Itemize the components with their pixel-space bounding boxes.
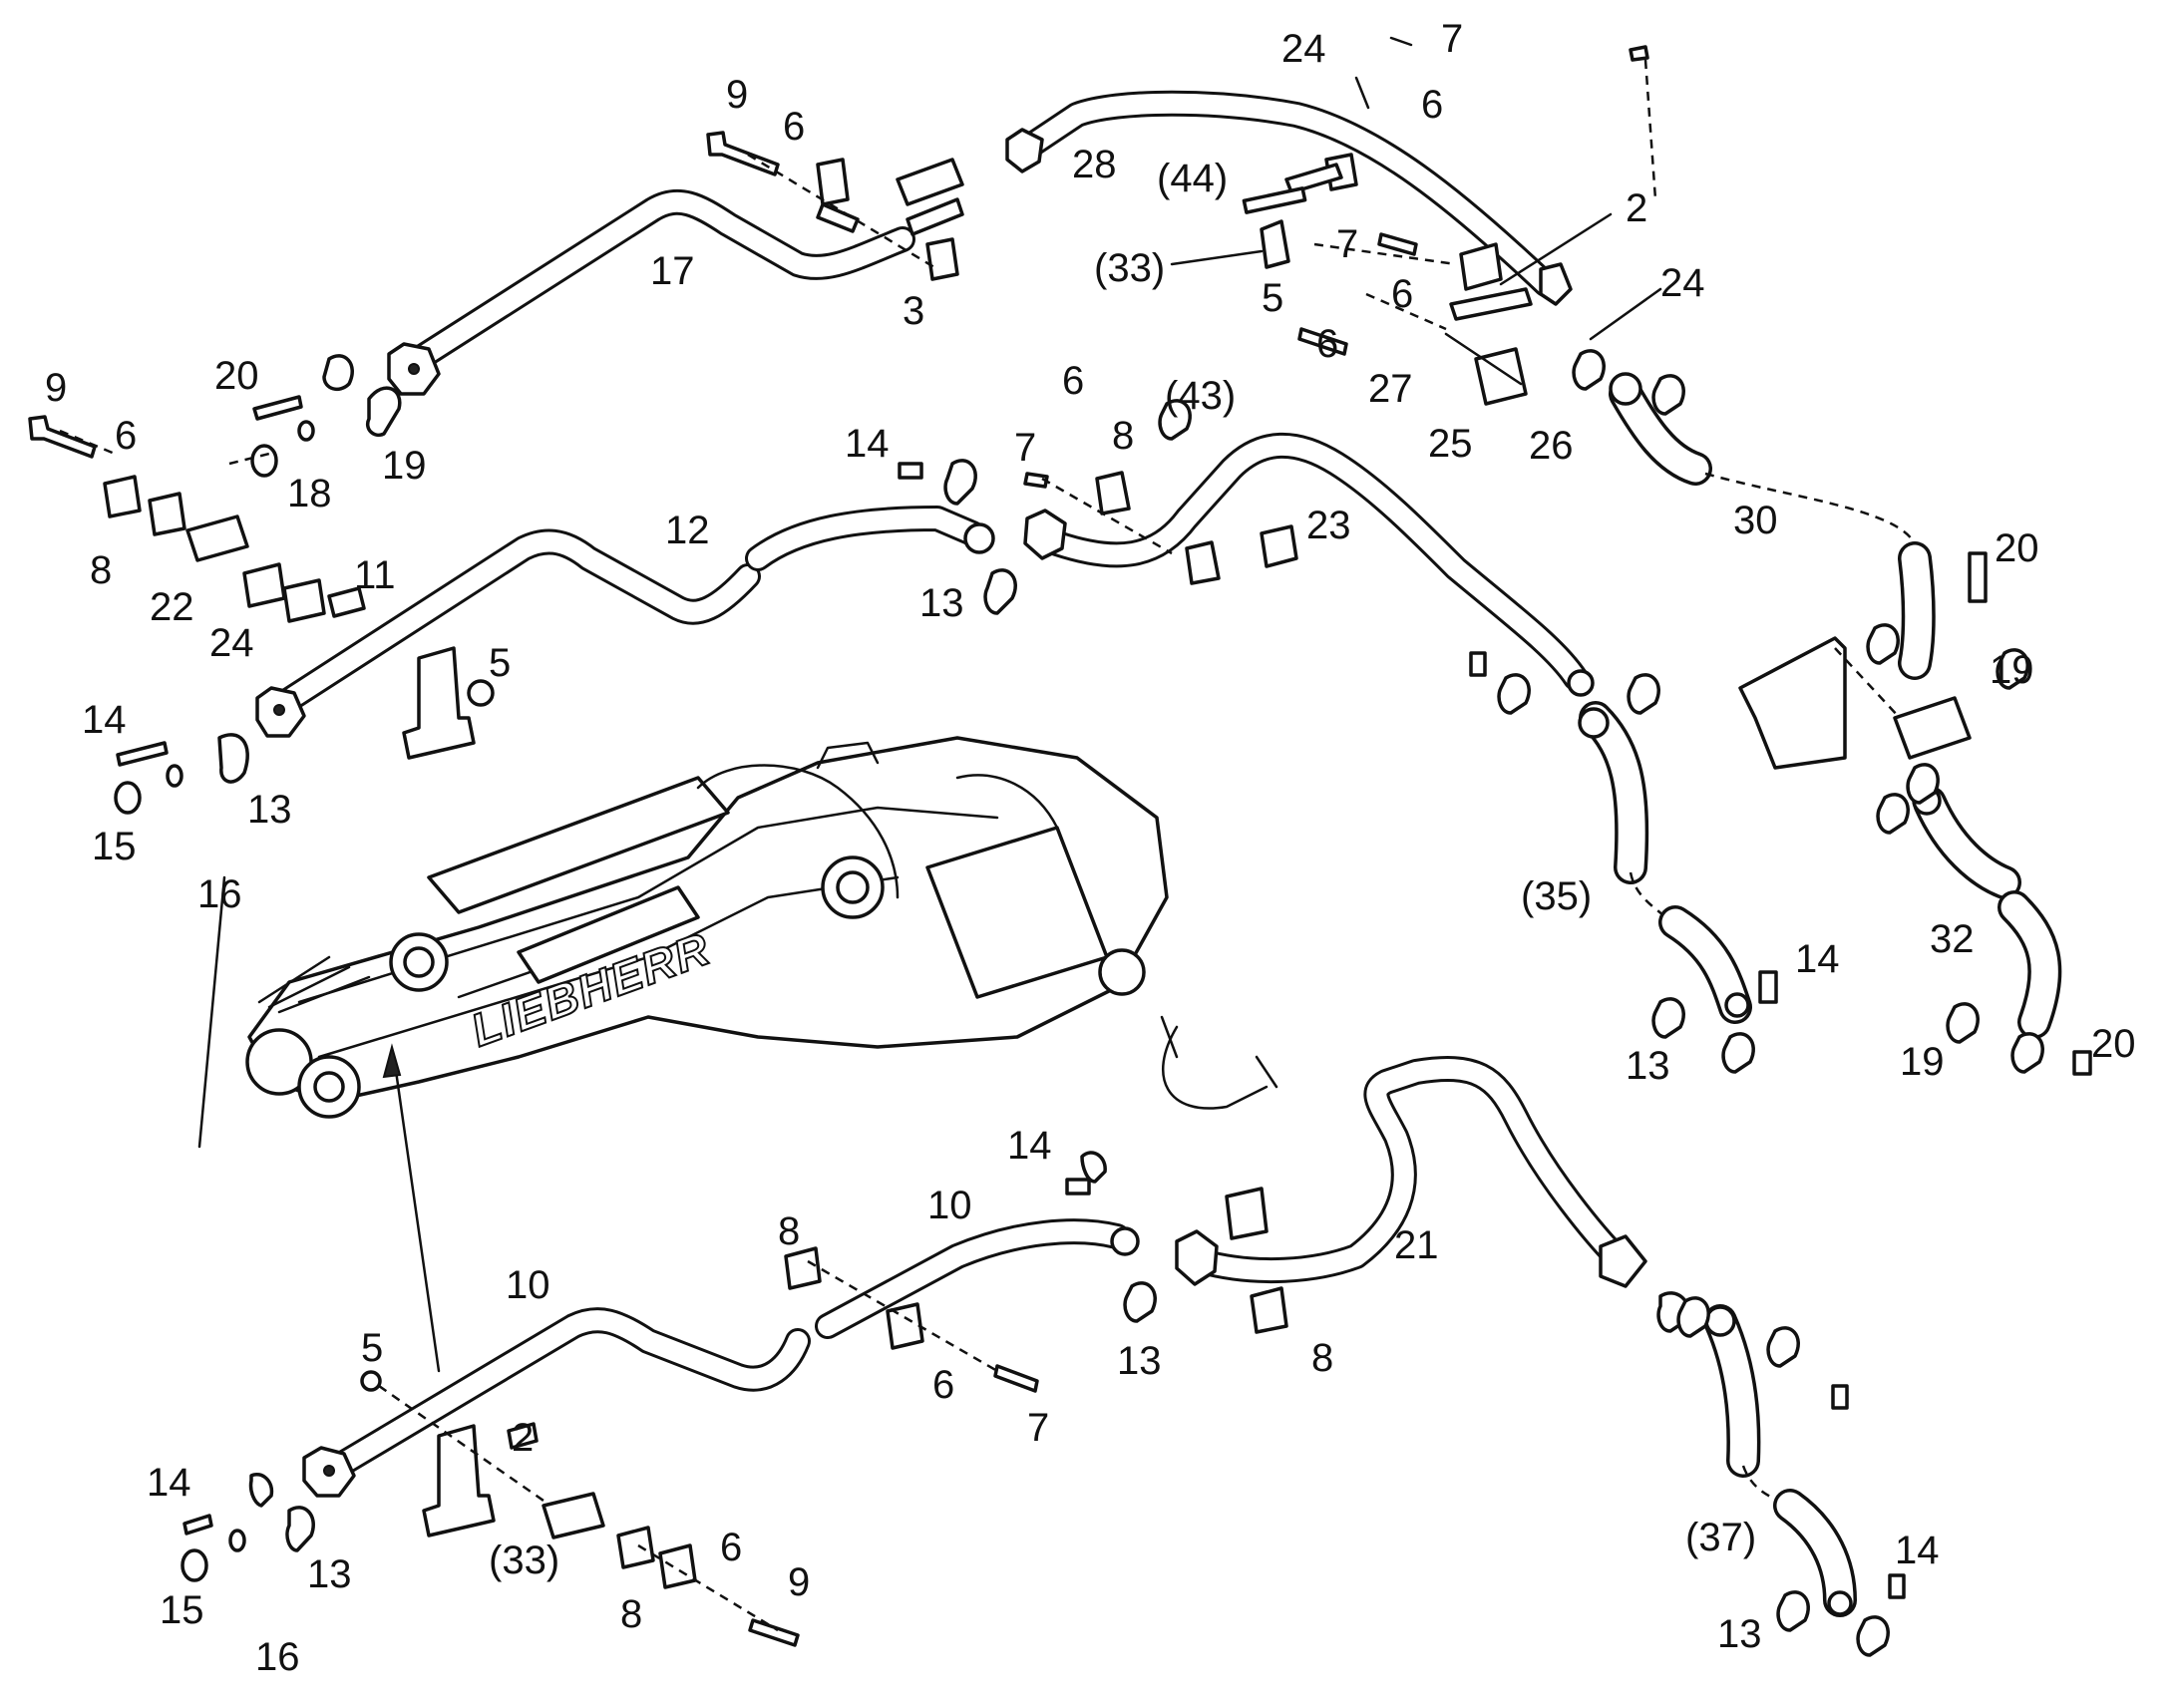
callout-16: 16 bbox=[197, 872, 242, 916]
callout-18: 18 bbox=[287, 472, 332, 515]
pipe-10-lower bbox=[302, 1307, 811, 1498]
callout-22: 22 bbox=[150, 585, 194, 629]
callout-8: 8 bbox=[620, 1592, 642, 1636]
callout-7: 7 bbox=[1336, 222, 1358, 266]
pipe-10-upper bbox=[815, 1218, 1140, 1339]
callout-14: 14 bbox=[1895, 1529, 1940, 1572]
callout-24: 24 bbox=[1281, 27, 1326, 71]
hose-37 bbox=[1703, 1304, 1857, 1617]
callout-13: 13 bbox=[247, 788, 292, 832]
callout-14: 14 bbox=[1795, 937, 1840, 981]
callout-28: 28 bbox=[1072, 143, 1117, 186]
pipe-21 bbox=[1175, 1056, 1647, 1288]
pipe-17 bbox=[387, 158, 964, 396]
callout-13: 13 bbox=[307, 1552, 352, 1596]
excavator-boom: LIEBHERR bbox=[245, 736, 1278, 1119]
callout-30: 30 bbox=[1733, 499, 1778, 542]
callout-14: 14 bbox=[845, 422, 890, 466]
callout-24: 24 bbox=[209, 621, 254, 665]
callout-9: 9 bbox=[45, 366, 67, 410]
callout-14: 14 bbox=[147, 1461, 191, 1505]
callout-6: 6 bbox=[720, 1526, 742, 1569]
callout-26: 26 bbox=[1529, 424, 1574, 468]
pipe-28 bbox=[1005, 90, 1573, 306]
assembly-guides bbox=[59, 59, 1901, 1632]
callout-13: 13 bbox=[919, 581, 964, 625]
callout-10: 10 bbox=[506, 1263, 550, 1307]
callout-9: 9 bbox=[788, 1560, 810, 1604]
callout-5: 5 bbox=[361, 1326, 383, 1370]
callout-20: 20 bbox=[2091, 1022, 2136, 1066]
callout-2: 2 bbox=[512, 1416, 534, 1460]
callout-32: 32 bbox=[1930, 917, 1975, 961]
callout-13: 13 bbox=[1626, 1044, 1670, 1088]
callout-15: 15 bbox=[92, 825, 137, 868]
callout-33: (33) bbox=[1094, 246, 1165, 290]
callout-3: 3 bbox=[903, 289, 924, 333]
callout-43: (43) bbox=[1165, 374, 1236, 418]
callout-35: (35) bbox=[1521, 874, 1592, 918]
callout-20: 20 bbox=[214, 354, 259, 398]
callout-24: 24 bbox=[1660, 261, 1705, 305]
callout-37: (37) bbox=[1685, 1516, 1756, 1559]
callout-7: 7 bbox=[1441, 17, 1463, 61]
callout-14: 14 bbox=[1007, 1124, 1052, 1168]
callout-33: (33) bbox=[489, 1538, 559, 1582]
callout-8: 8 bbox=[1112, 414, 1134, 458]
hose-32 bbox=[1912, 786, 2062, 1039]
callout-17: 17 bbox=[650, 249, 695, 293]
callout-44: (44) bbox=[1157, 157, 1228, 200]
callout-6: 6 bbox=[932, 1363, 954, 1407]
callout-6: 6 bbox=[1421, 83, 1443, 127]
callout-20: 20 bbox=[1995, 526, 2039, 570]
callout-5: 5 bbox=[1262, 276, 1283, 320]
callout-23: 23 bbox=[1306, 504, 1351, 547]
callout-6: 6 bbox=[1316, 322, 1338, 366]
callout-9: 9 bbox=[726, 73, 748, 117]
callout-6: 6 bbox=[783, 105, 805, 149]
callout-labels: 7 24 6 9 6 28 (44) 2 7 (33) 5 6 24 17 3 … bbox=[45, 17, 2136, 1679]
callout-10: 10 bbox=[927, 1184, 972, 1227]
callout-11: 11 bbox=[354, 553, 396, 597]
callout-leaders bbox=[197, 36, 1662, 1149]
callout-19: 19 bbox=[382, 444, 427, 488]
callout-6: 6 bbox=[115, 414, 137, 458]
callout-13: 13 bbox=[1117, 1339, 1162, 1383]
callout-21: 21 bbox=[1394, 1223, 1439, 1267]
fitting-parts bbox=[28, 45, 2092, 1657]
callout-19: 19 bbox=[1900, 1040, 1945, 1084]
leader-arrow bbox=[382, 1043, 441, 1373]
callout-7: 7 bbox=[1027, 1406, 1049, 1450]
callout-27: 27 bbox=[1368, 367, 1413, 411]
callout-8: 8 bbox=[90, 548, 112, 592]
callout-2: 2 bbox=[1626, 186, 1647, 230]
callout-16: 16 bbox=[255, 1635, 300, 1679]
callout-15: 15 bbox=[160, 1588, 204, 1632]
callout-14: 14 bbox=[82, 698, 127, 742]
callout-6: 6 bbox=[1062, 359, 1084, 403]
callout-25: 25 bbox=[1428, 422, 1473, 466]
callout-8: 8 bbox=[1311, 1336, 1333, 1380]
callout-7: 7 bbox=[1014, 426, 1036, 470]
callout-19: 19 bbox=[1990, 648, 2034, 692]
callout-12: 12 bbox=[665, 509, 710, 552]
callout-8: 8 bbox=[778, 1209, 800, 1253]
pipe-12 bbox=[255, 506, 995, 738]
callout-5: 5 bbox=[489, 641, 511, 685]
callout-13: 13 bbox=[1717, 1612, 1762, 1656]
hose-35 bbox=[1578, 701, 1752, 1024]
callout-6: 6 bbox=[1391, 272, 1413, 316]
hose-30 bbox=[1609, 372, 1936, 680]
